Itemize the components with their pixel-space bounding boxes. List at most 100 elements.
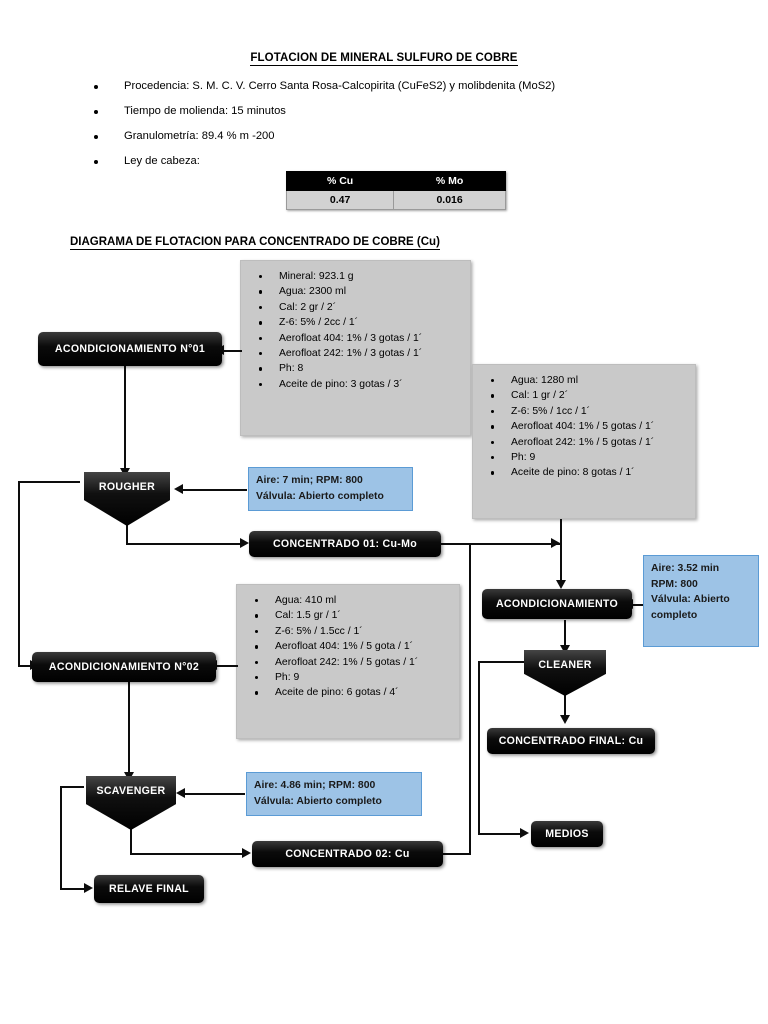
- condition-line-4: completo: [651, 609, 698, 621]
- node-label: CONCENTRADO 01: Cu-Mo: [272, 538, 417, 550]
- connector-line: [126, 543, 242, 546]
- arrow-head-down: [559, 645, 570, 654]
- list-item: Agua: 1280 ml: [479, 373, 689, 388]
- connector-line: [216, 665, 238, 668]
- connector-line: [443, 853, 471, 856]
- table-row: 0.47 0.016: [285, 190, 506, 210]
- arrow-head-left: [176, 788, 185, 798]
- list-item: Z-6: 5% / 1.5cc / 1´: [243, 624, 453, 639]
- node-acondicionamiento[interactable]: ACONDICIONAMIENTO: [482, 589, 632, 619]
- node-concentrado-final[interactable]: CONCENTRADO FINAL: Cu: [487, 728, 655, 754]
- arrow-head-left: [174, 484, 183, 494]
- node-medios[interactable]: MEDIOS: [531, 821, 603, 847]
- node-rougher[interactable]: ROUGHER: [84, 472, 170, 526]
- list-item: Cal: 2 gr / 2´: [247, 300, 464, 315]
- list-item: Aceite de pino: 6 gotas / 4´: [243, 685, 453, 700]
- condition-box-rougher: Aire: 7 min; RPM: 800 Válvula: Abierto c…: [248, 467, 413, 511]
- cell-mo-value: 0.016: [393, 190, 506, 210]
- list-item: Agua: 410 ml: [243, 593, 453, 608]
- connector-line: [128, 682, 131, 778]
- node-label: SCAVENGER: [96, 785, 166, 797]
- list-item: Ley de cabeza:: [86, 155, 706, 168]
- list-item: Aerofloat 242: 1% / 3 gotas / 1´: [247, 346, 464, 361]
- condition-line-2: RPM: 800: [651, 578, 698, 590]
- list-item: Aerofloat 404: 1% / 5 gota / 1´: [243, 639, 453, 654]
- node-concentrado-01[interactable]: CONCENTRADO 01: Cu-Mo: [249, 531, 441, 557]
- ley-de-cabeza-table: % Cu % Mo 0.47 0.016: [285, 171, 506, 210]
- connector-line: [126, 524, 129, 545]
- node-cleaner[interactable]: CLEANER: [524, 650, 606, 696]
- page-title-text: FLOTACION DE MINERAL SULFURO DE COBRE: [250, 52, 518, 66]
- node-concentrado-02[interactable]: CONCENTRADO 02: Cu: [252, 841, 443, 867]
- condition-line-2: Válvula: Abierto completo: [256, 490, 384, 502]
- list-item: Z-6: 5% / 2cc / 1´: [247, 315, 464, 330]
- list-item: Cal: 1 gr / 2´: [479, 388, 689, 403]
- node-acondicionamiento-02[interactable]: ACONDICIONAMIENTO N°02: [32, 652, 216, 682]
- arrow-head-right: [520, 828, 529, 838]
- column-header-mo: % Mo: [393, 171, 506, 191]
- list-item: Agua: 2300 ml: [247, 284, 464, 299]
- connector-line: [478, 661, 481, 835]
- list-item: Aceite de pino: 3 gotas / 3´: [247, 377, 464, 392]
- list-item: Aerofloat 404: 1% / 5 gotas / 1´: [479, 419, 689, 434]
- node-scavenger[interactable]: SCAVENGER: [86, 776, 176, 830]
- node-acondicionamiento-01[interactable]: ACONDICIONAMIENTO N°01: [38, 332, 222, 366]
- node-relave-final[interactable]: RELAVE FINAL: [94, 875, 204, 903]
- diagram-title: DIAGRAMA DE FLOTACION PARA CONCENTRADO D…: [70, 236, 440, 250]
- condition-box-scavenger: Aire: 4.86 min; RPM: 800 Válvula: Abiert…: [246, 772, 422, 816]
- node-label: MEDIOS: [545, 828, 589, 840]
- node-label: ROUGHER: [98, 481, 156, 493]
- cell-cu-value: 0.47: [285, 190, 395, 210]
- connector-line: [60, 786, 84, 789]
- condition-box-cleaner: Aire: 3.52 min RPM: 800 Válvula: Abierto…: [643, 555, 759, 647]
- arrow-head-right: [242, 848, 251, 858]
- list-item: Ph: 8: [247, 361, 464, 376]
- node-label: CONCENTRADO FINAL: Cu: [498, 735, 644, 747]
- arrow-head-down: [559, 715, 570, 724]
- table-header-row: % Cu % Mo: [285, 171, 506, 191]
- intro-bullet-list: Procedencia: S. M. C. V. Cerro Santa Ros…: [86, 80, 706, 180]
- arrow-head-down: [555, 580, 566, 589]
- list-item: Ph: 9: [243, 670, 453, 685]
- connector-line: [560, 519, 563, 585]
- connector-line: [564, 620, 567, 652]
- connector-line: [469, 545, 472, 855]
- column-header-cu: % Cu: [285, 171, 395, 191]
- connector-line: [18, 481, 80, 484]
- condition-line-1: Aire: 7 min; RPM: 800: [256, 475, 363, 486]
- connector-line: [478, 661, 536, 664]
- connector-line: [185, 793, 245, 796]
- list-item: Granulometría: 89.4 % m -200: [86, 130, 706, 143]
- connector-line: [130, 853, 244, 856]
- connector-line: [478, 833, 522, 836]
- node-label: RELAVE FINAL: [109, 883, 189, 895]
- list-item: Aerofloat 242: 1% / 5 gotas / 1´: [243, 655, 453, 670]
- connector-line: [60, 888, 86, 891]
- arrow-head-right: [240, 538, 249, 548]
- arrow-head-right: [84, 883, 93, 893]
- list-item: Z-6: 5% / 1cc / 1´: [479, 404, 689, 419]
- connector-line: [224, 350, 242, 353]
- connector-line: [633, 604, 651, 607]
- connector-line: [60, 786, 63, 890]
- condition-line-3: Válvula: Abierto: [651, 594, 730, 605]
- condition-line-2: Válvula: Abierto completo: [254, 795, 382, 807]
- list-item: Aceite de pino: 8 gotas / 1´: [479, 465, 689, 480]
- reagent-box-acondicionamiento-cleaner: Agua: 1280 ml Cal: 1 gr / 2´ Z-6: 5% / 1…: [472, 364, 696, 519]
- connector-line: [130, 828, 133, 855]
- reagent-box-acondicionamiento-02: Agua: 410 ml Cal: 1.5 gr / 1´ Z-6: 5% / …: [236, 584, 460, 739]
- connector-line: [469, 543, 561, 546]
- node-label: ACONDICIONAMIENTO N°01: [54, 343, 206, 355]
- connector-line: [564, 694, 567, 722]
- list-item: Aerofloat 242: 1% / 5 gotas / 1´: [479, 435, 689, 450]
- node-label: CONCENTRADO 02: Cu: [285, 848, 410, 860]
- page-title: FLOTACION DE MINERAL SULFURO DE COBRE: [0, 52, 768, 66]
- condition-line-1: Aire: 4.86 min; RPM: 800: [254, 780, 376, 791]
- condition-line-1: Aire: 3.52 min: [651, 563, 720, 574]
- node-label: CLEANER: [538, 659, 592, 671]
- list-item: Ph: 9: [479, 450, 689, 465]
- list-item: Cal: 1.5 gr / 1´: [243, 608, 453, 623]
- list-item: Aerofloat 404: 1% / 3 gotas / 1´: [247, 331, 464, 346]
- connector-line: [18, 665, 32, 668]
